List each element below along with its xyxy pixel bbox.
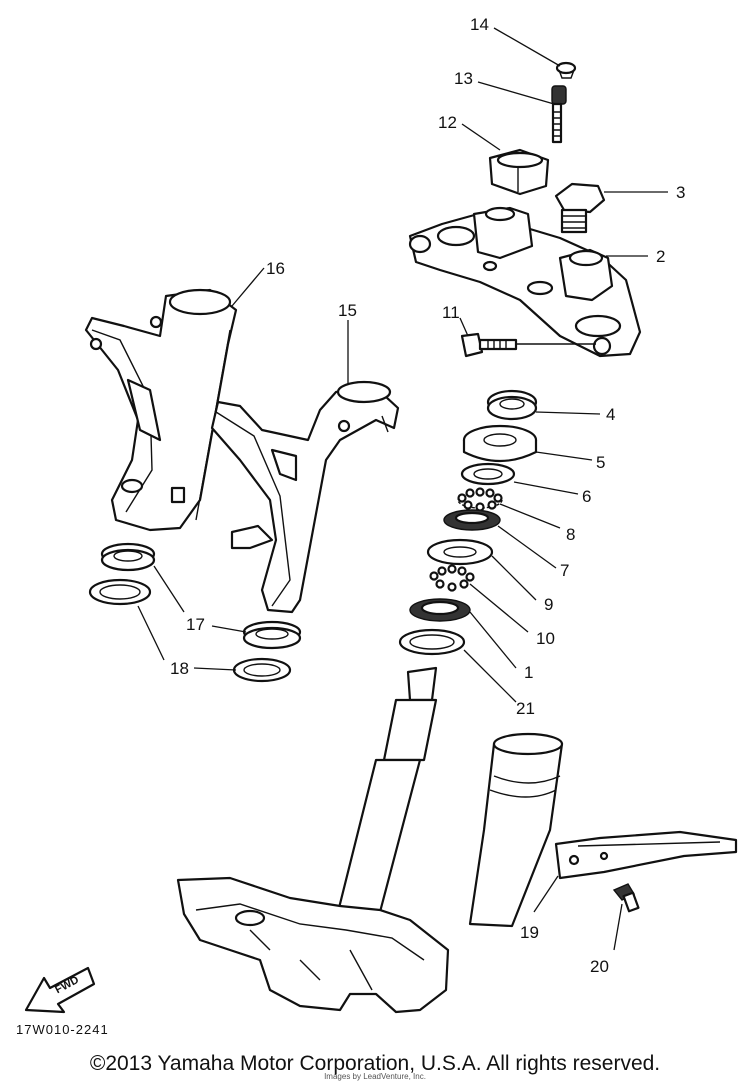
part-21-seal (398, 628, 466, 656)
fwd-arrow-icon: FWD (24, 966, 96, 1014)
label-16: 16 (266, 259, 285, 278)
part-16-bracket (84, 288, 238, 532)
copyright-notice: ©2013 Yamaha Motor Corporation, U.S.A. A… (89, 1052, 661, 1075)
part-14-cap (555, 61, 577, 79)
part-7-race (443, 509, 501, 531)
part-5-cover (462, 424, 538, 462)
steering-stem (176, 666, 450, 1014)
label-6: 6 (582, 487, 591, 506)
part-15-bracket (210, 380, 400, 614)
part-2-upper-bracket (408, 206, 642, 358)
label-11: 11 (442, 303, 460, 322)
label-7: 7 (560, 561, 569, 580)
label-1: 1 (524, 663, 533, 682)
label-19: 19 (520, 923, 539, 942)
part-13-bolt (551, 85, 567, 144)
label-8: 8 (566, 525, 575, 544)
part-17-ring-left (100, 542, 156, 572)
part-9-race (426, 538, 494, 566)
part-11-bolt (460, 332, 596, 358)
part-4-ring-nut (486, 389, 538, 421)
part-1-race (409, 598, 471, 622)
label-15: 15 (338, 301, 357, 320)
part-17-ring-right (242, 620, 302, 650)
image-credit: Images by LeadVenture, Inc. (324, 1072, 426, 1081)
label-12: 12 (438, 113, 457, 132)
label-4: 4 (606, 405, 615, 424)
label-14: 14 (470, 15, 489, 34)
part-8-balls (457, 487, 503, 512)
label-5: 5 (596, 453, 605, 472)
label-20: 20 (590, 957, 609, 976)
label-13: 13 (454, 69, 473, 88)
part-3-nut (554, 182, 606, 234)
part-12-clamp (488, 148, 550, 196)
diagram-reference-code: 17W010-2241 (16, 1022, 109, 1037)
label-21: 21 (516, 699, 535, 718)
part-18-ring-right (232, 657, 292, 683)
part-18-ring-left (88, 578, 152, 606)
label-3: 3 (676, 183, 685, 202)
label-10: 10 (536, 629, 555, 648)
fork-tube (468, 732, 564, 928)
label-18: 18 (170, 659, 189, 678)
label-9: 9 (544, 595, 553, 614)
part-6-race (460, 462, 516, 486)
label-17: 17 (186, 615, 205, 634)
part-10-balls (429, 564, 475, 592)
label-2: 2 (656, 247, 665, 266)
part-labels: 14 13 12 3 2 16 15 11 4 5 6 8 7 9 10 1 2… (170, 15, 685, 976)
part-20-bolt (612, 883, 640, 913)
part-19-guard (554, 830, 738, 880)
leader-lines (137, 27, 668, 951)
